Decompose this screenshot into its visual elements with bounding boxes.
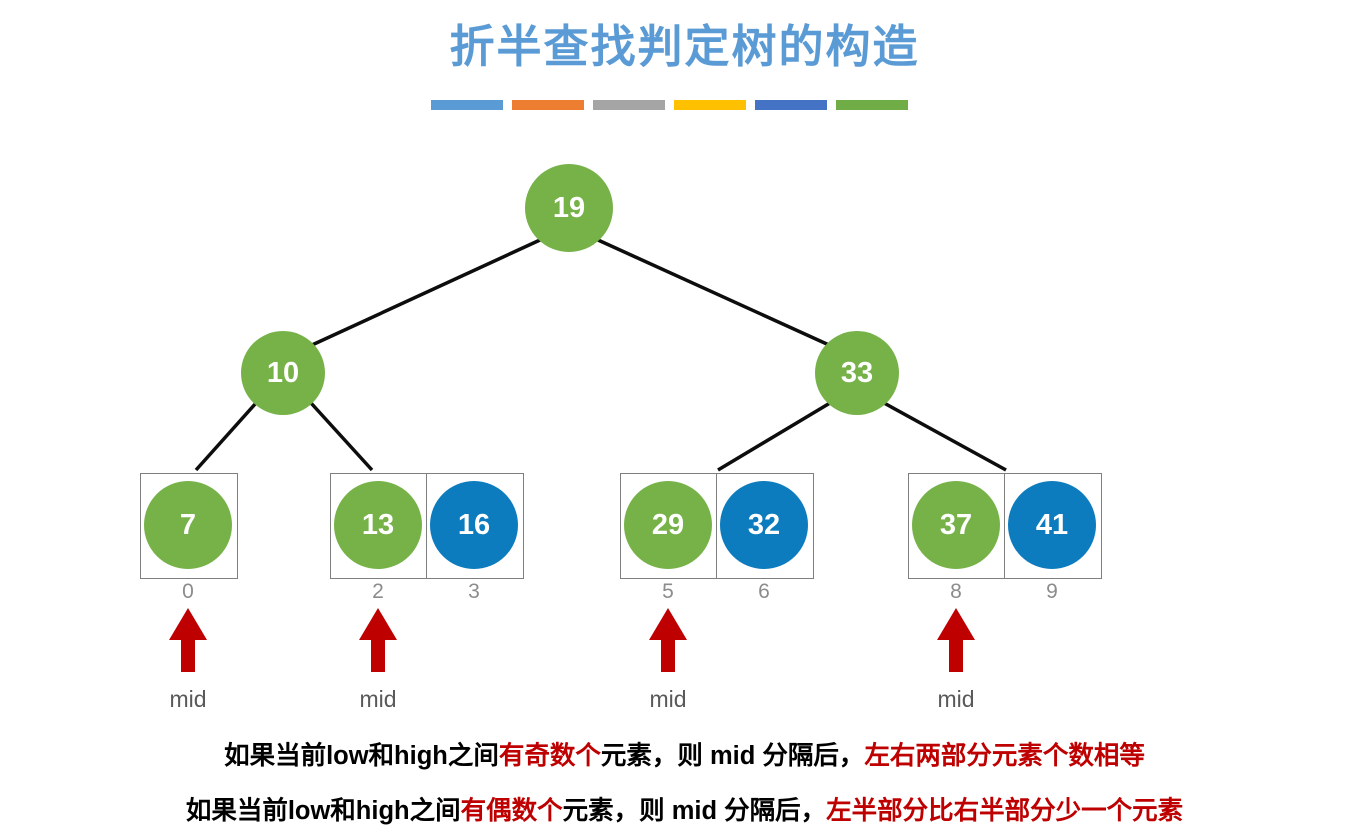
- tree-node-label: 29: [651, 508, 685, 541]
- array-cell-2[interactable]: [331, 474, 427, 578]
- tree-node-label: 37: [939, 508, 973, 541]
- tree-node-label: 16: [457, 508, 491, 541]
- caption-line-2: 如果当前low和high之间有偶数个元素，则 mid 分隔后，左半部分比右半部分…: [0, 790, 1369, 827]
- tree-node-label: 32: [747, 508, 781, 541]
- caption-2-part-2: 元素，则 mid 分隔后，: [562, 797, 827, 825]
- tree-node-13[interactable]: 13: [334, 481, 422, 569]
- tree-node-41[interactable]: 41: [1008, 481, 1096, 569]
- tree-node-33[interactable]: 33: [815, 331, 899, 415]
- caption-line-1: 如果当前low和high之间有奇数个元素，则 mid 分隔后，左右两部分元素个数…: [0, 735, 1369, 772]
- tree-edge-right-leaf37: [883, 401, 1007, 472]
- tree-edge-left-leaf7: [194, 401, 258, 472]
- group-8-9: [908, 473, 1102, 579]
- caption-2-highlight-2: 左半部分比右半部分少一个元素: [826, 797, 1184, 825]
- caption-1-highlight-1: 有奇数个: [498, 742, 601, 770]
- array-index-6: 6: [758, 580, 770, 603]
- title-accent-bars: [431, 100, 908, 112]
- caption-2-highlight-1: 有偶数个: [460, 797, 563, 825]
- tree-node-label: 19: [552, 191, 586, 224]
- tree-node-7[interactable]: 7: [144, 481, 232, 569]
- array-index-9: 9: [1046, 580, 1058, 603]
- array-index-0: 0: [182, 580, 194, 603]
- caption-1-highlight-2: 左右两部分元素个数相等: [864, 742, 1145, 770]
- mid-marker-5: [649, 608, 687, 672]
- caption-2-part-1: 如果当前low和high之间: [185, 797, 461, 825]
- tree-node-32[interactable]: 32: [720, 481, 808, 569]
- array-index-8: 8: [950, 580, 962, 603]
- array-cell-8[interactable]: [909, 474, 1005, 578]
- page-title: 折半查找判定树的构造: [449, 21, 920, 72]
- tree-edge-left-leaf13: [309, 401, 374, 472]
- group-5-6: [620, 473, 814, 579]
- tree-node-19[interactable]: 19: [525, 164, 613, 252]
- bar-green: [836, 100, 908, 110]
- bar-yellow: [674, 100, 746, 110]
- mid-label: mid: [937, 686, 975, 712]
- mid-label: mid: [359, 686, 397, 712]
- array-index-2: 2: [372, 580, 384, 603]
- tree-edge-root-right: [597, 238, 830, 347]
- tree-node-label: 33: [840, 356, 874, 389]
- caption-1-part-2: 元素，则 mid 分隔后，: [600, 742, 865, 770]
- tree-node-16[interactable]: 16: [430, 481, 518, 569]
- array-index-5: 5: [662, 580, 674, 603]
- mid-label: mid: [169, 686, 207, 712]
- mid-marker-2: [359, 608, 397, 672]
- tree-node-label: 10: [266, 356, 300, 389]
- tree-node-label: 41: [1035, 508, 1069, 541]
- tree-node-29[interactable]: 29: [624, 481, 712, 569]
- bar-blue-dark: [755, 100, 827, 110]
- bar-blue-light: [431, 100, 503, 110]
- bar-gray: [593, 100, 665, 110]
- tree-node-37[interactable]: 37: [912, 481, 1000, 569]
- mid-marker-0: [169, 608, 207, 672]
- tree-node-label: 7: [179, 508, 197, 541]
- caption-1-part-1: 如果当前low和high之间: [224, 742, 499, 770]
- bar-orange: [512, 100, 584, 110]
- mid-label: mid: [649, 686, 687, 712]
- group-0: [140, 473, 238, 579]
- group-2-3: [330, 473, 524, 579]
- tree-edge-root-left: [311, 238, 541, 347]
- mid-marker-8: [937, 608, 975, 672]
- tree-node-10[interactable]: 10: [241, 331, 325, 415]
- tree-edge-right-leaf29: [717, 401, 831, 472]
- array-cell-5[interactable]: [621, 474, 717, 578]
- array-index-3: 3: [468, 580, 480, 603]
- tree-node-label: 13: [361, 508, 395, 541]
